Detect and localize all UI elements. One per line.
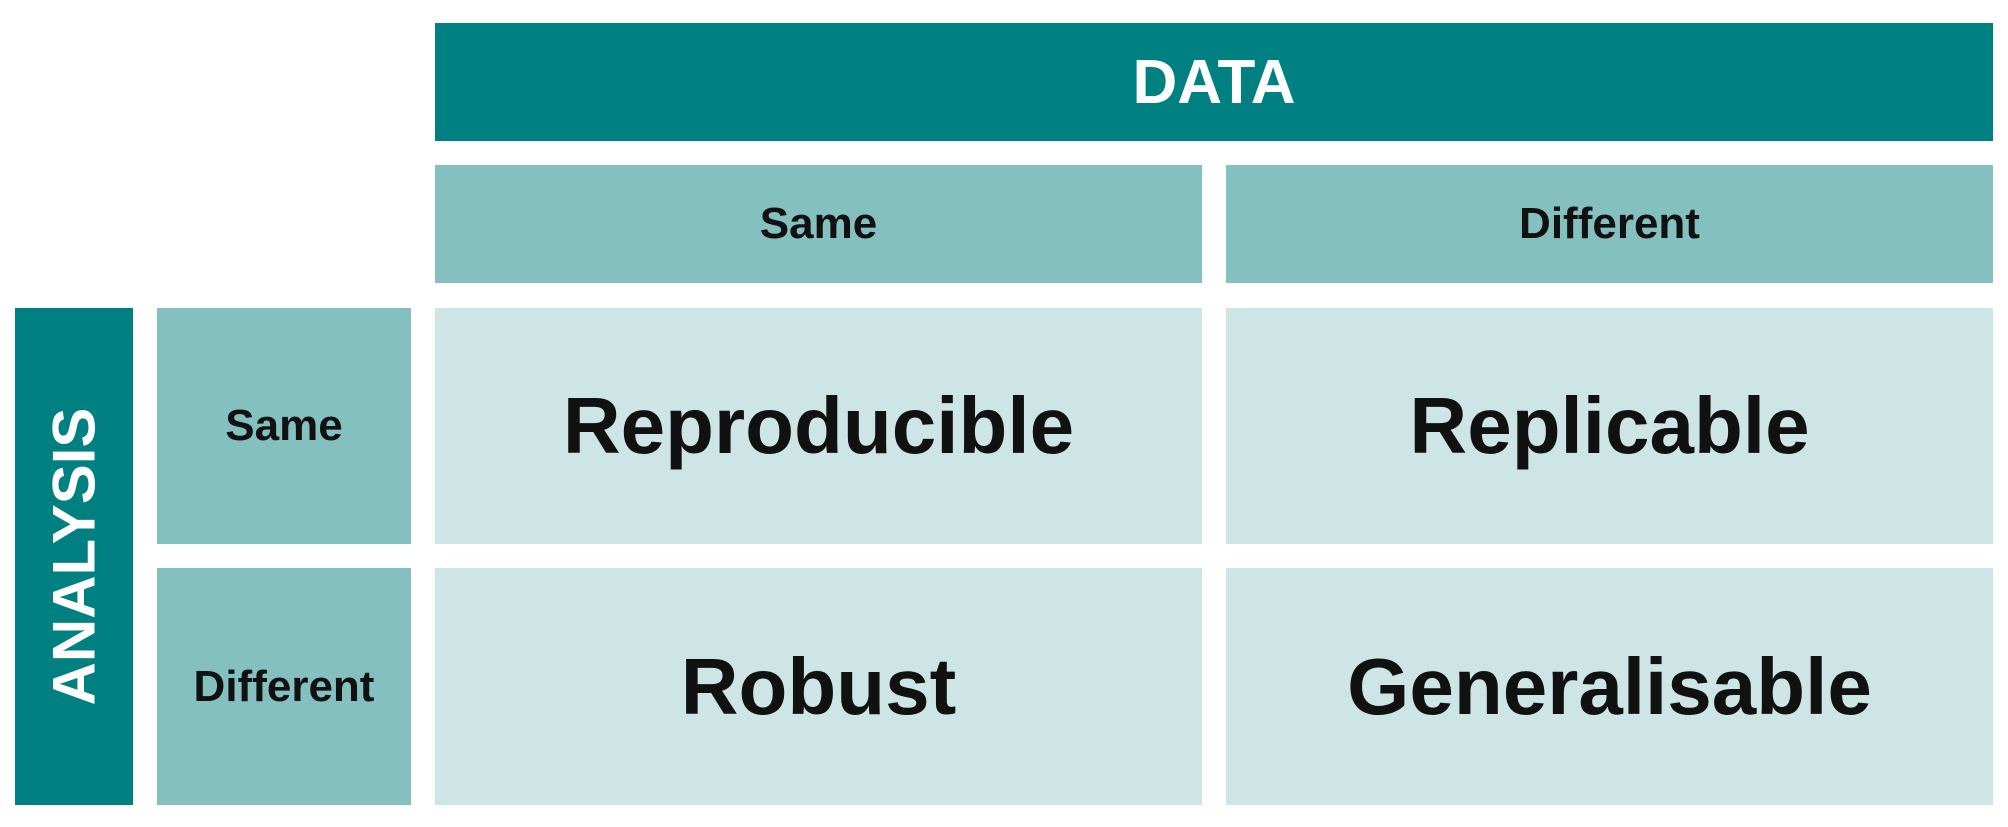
column-header-same: Same [435,165,1202,283]
row-header-different: Different [157,568,411,805]
column-header-label: Different [1519,199,1700,248]
column-header-label: Same [759,199,878,248]
row-header-label: Different [193,661,375,711]
data-axis-title: DATA [1132,47,1296,117]
data-axis-header: DATA [435,23,1993,141]
analysis-axis-title: ANALYSIS [40,407,108,706]
analysis-axis-header: ANALYSIS [15,308,133,805]
cell-label: Reproducible [562,381,1075,470]
row-header-same: Same [157,308,411,544]
column-header-different: Different [1226,165,1993,283]
cell-label: Generalisable [1347,641,1872,731]
cell-replicable: Replicable [1226,308,1993,544]
row-header-label: Same [225,401,343,450]
cell-generalisable: Generalisable [1226,568,1993,805]
cell-robust: Robust [435,568,1202,805]
cell-label: Replicable [1409,381,1810,470]
cell-label: Robust [680,641,957,731]
cell-reproducible: Reproducible [435,308,1202,544]
